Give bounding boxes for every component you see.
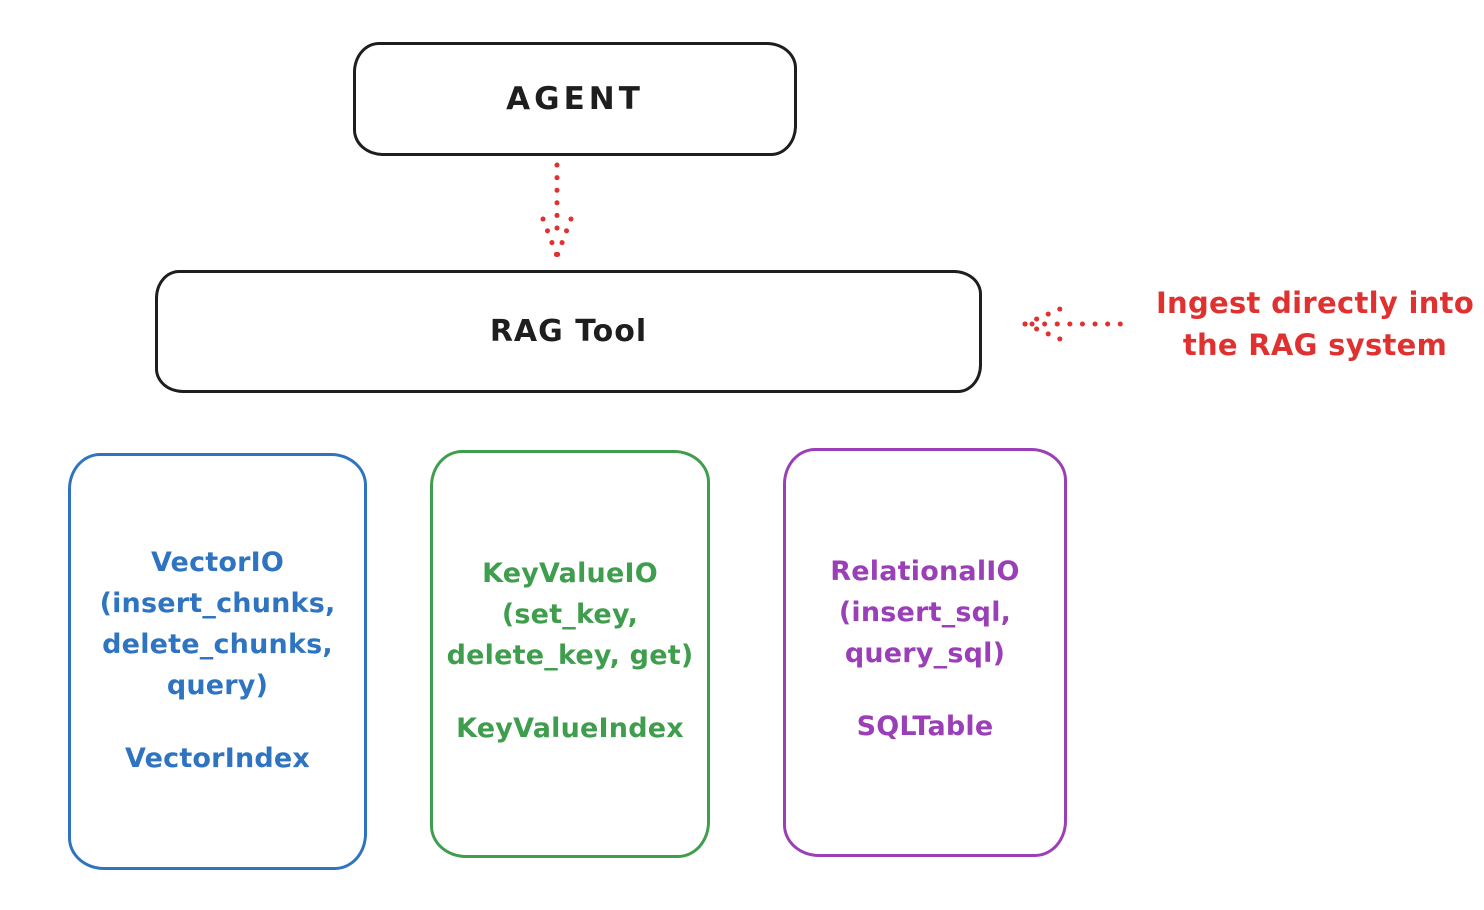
agent-box: AGENT xyxy=(353,42,797,156)
vector-io-box: VectorIO (insert_chunks, delete_chunks, … xyxy=(68,453,367,870)
ingest-annotation-line2: the RAG system xyxy=(1182,328,1448,362)
keyvalue-io-body: KeyValueIO (set_key, delete_key, get) xyxy=(446,558,694,671)
rag-tool-label: RAG Tool xyxy=(489,314,648,349)
agent-to-rag-arrow xyxy=(540,162,574,259)
arrowhead-bottom-side xyxy=(1022,321,1063,342)
arrowhead-top-side xyxy=(1022,306,1063,327)
ingest-arrow xyxy=(1022,306,1133,342)
ingest-annotation: Ingest directly into the RAG system xyxy=(1146,282,1484,366)
agent-label: AGENT xyxy=(506,81,644,117)
vector-index-label: VectorIndex xyxy=(124,743,311,774)
vector-io-body: VectorIO (insert_chunks, delete_chunks, … xyxy=(99,547,336,701)
relational-io-body: RelationalIO (insert_sql, query_sql) xyxy=(830,556,1020,669)
ingest-annotation-line1: Ingest directly into xyxy=(1155,286,1475,320)
sql-table-label: SQLTable xyxy=(856,711,994,742)
arrowhead-right-side xyxy=(554,216,574,259)
keyvalue-index-label: KeyValueIndex xyxy=(456,713,684,744)
keyvalue-io-box: KeyValueIO (set_key, delete_key, get) Ke… xyxy=(430,450,710,858)
relational-io-box: RelationalIO (insert_sql, query_sql) SQL… xyxy=(783,448,1067,857)
arrowhead-left-side xyxy=(540,216,560,259)
rag-tool-box: RAG Tool xyxy=(155,270,982,393)
